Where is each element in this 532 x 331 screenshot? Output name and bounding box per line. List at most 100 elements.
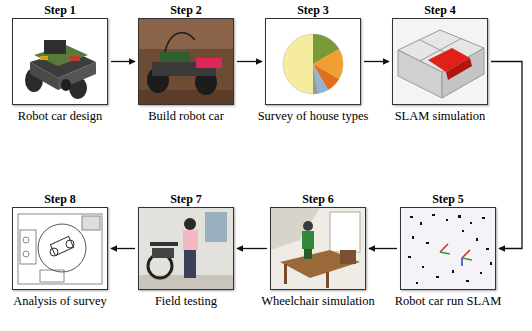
illustration-part [152, 248, 174, 258]
step-box: Step 7Field testing [138, 207, 234, 290]
illustration-part [446, 58, 472, 80]
illustration-part [150, 242, 178, 246]
slam-floor-plan [393, 19, 487, 104]
step-box: Step 4SLAM simulation [392, 18, 488, 105]
illustration-part [440, 244, 448, 252]
illustration-part [66, 240, 74, 248]
illustration-part [416, 282, 418, 284]
illustration-part [482, 217, 485, 219]
illustration-part [440, 244, 472, 266]
illustration-part [184, 250, 196, 278]
pie-chart [266, 19, 360, 104]
illustration-part [23, 251, 29, 257]
illustration-part [70, 56, 80, 61]
field-testing-photo [139, 208, 233, 289]
illustration-part [44, 40, 66, 54]
illustration-part [196, 58, 222, 68]
illustration-part [139, 208, 233, 289]
illustration-part [476, 238, 478, 241]
step-box: Step 8Analysis of survey [12, 207, 108, 290]
illustration-part [266, 19, 360, 104]
illustration-part [205, 212, 227, 242]
illustration-part [412, 236, 414, 239]
illustration-part [183, 230, 198, 250]
illustration-part [303, 221, 313, 231]
step-heading: Step 2 [119, 3, 253, 17]
flow-arrow [237, 61, 262, 62]
flow-arrow [364, 61, 389, 62]
illustration-part [30, 62, 58, 90]
illustration-part [432, 214, 435, 216]
robot-car-render [13, 19, 107, 104]
illustration-part [452, 270, 454, 273]
step-caption: Wheelchair simulation [261, 294, 375, 308]
step-box: Step 6Wheelchair simulation [270, 207, 366, 290]
wheelchair-simulation [271, 208, 365, 289]
illustration-part [50, 236, 73, 255]
step-box: Step 5Robot car run SLAM [400, 207, 496, 290]
illustration-part [139, 19, 233, 104]
step-box: Step 3Survey of house types [265, 18, 361, 105]
flow-arrow [111, 248, 135, 249]
illustration-part [165, 33, 195, 52]
step-heading: Step 3 [246, 3, 380, 17]
flow-arrow [237, 248, 267, 249]
illustration-part [410, 216, 413, 218]
illustration-part [313, 64, 328, 94]
illustration-part [426, 242, 429, 244]
illustration-part [50, 236, 74, 256]
flow-arrow [369, 248, 397, 249]
illustration-part [422, 266, 424, 268]
illustration-part [440, 252, 450, 254]
illustration-part [486, 248, 489, 250]
illustration-part [271, 208, 365, 289]
illustration-part [61, 79, 71, 91]
illustration-part [184, 218, 196, 230]
illustration-part [470, 222, 472, 224]
step-caption: Build robot car [129, 109, 243, 123]
illustration-part [462, 230, 464, 232]
illustration-part [13, 208, 107, 289]
illustration-part [139, 90, 233, 104]
step-caption: Field testing [129, 294, 243, 308]
illustration-part [408, 214, 492, 284]
step-box: Step 2Build robot car [138, 18, 234, 105]
illustration-part [461, 258, 463, 266]
step-heading: Step 8 [0, 192, 127, 206]
step-heading: Step 7 [119, 192, 253, 206]
illustration-part [436, 276, 439, 278]
illustration-part [82, 216, 100, 230]
illustration-part [20, 230, 36, 264]
illustration-part [401, 208, 495, 289]
step-caption: Survey of house types [256, 109, 370, 123]
illustration-part [23, 237, 29, 243]
illustration-part [340, 250, 356, 264]
illustration-part [462, 258, 472, 260]
illustration-part [393, 19, 487, 104]
illustration-part [458, 215, 461, 218]
step-box: Step 1Robot car design [12, 18, 108, 105]
illustration-part [420, 222, 422, 225]
illustration-part [462, 250, 470, 258]
illustration-part [284, 264, 287, 284]
illustration-part [283, 34, 343, 94]
step-heading: Step 6 [251, 192, 385, 206]
illustration-part [304, 249, 312, 259]
flow-arrow [111, 61, 135, 62]
illustration-part [490, 262, 492, 265]
illustration-part [326, 272, 329, 288]
step-caption: SLAM simulation [383, 109, 497, 123]
slam-point-cloud [401, 208, 495, 289]
step-caption: Robot car design [3, 109, 117, 123]
illustration-part [50, 248, 58, 256]
illustration-part [58, 62, 96, 90]
illustration-part [446, 219, 448, 221]
robot-car-photo [139, 19, 233, 104]
illustration-part [38, 224, 86, 272]
illustration-part [408, 256, 411, 258]
illustration-part [271, 208, 320, 250]
illustration-part [280, 250, 360, 278]
illustration-part [40, 56, 48, 60]
